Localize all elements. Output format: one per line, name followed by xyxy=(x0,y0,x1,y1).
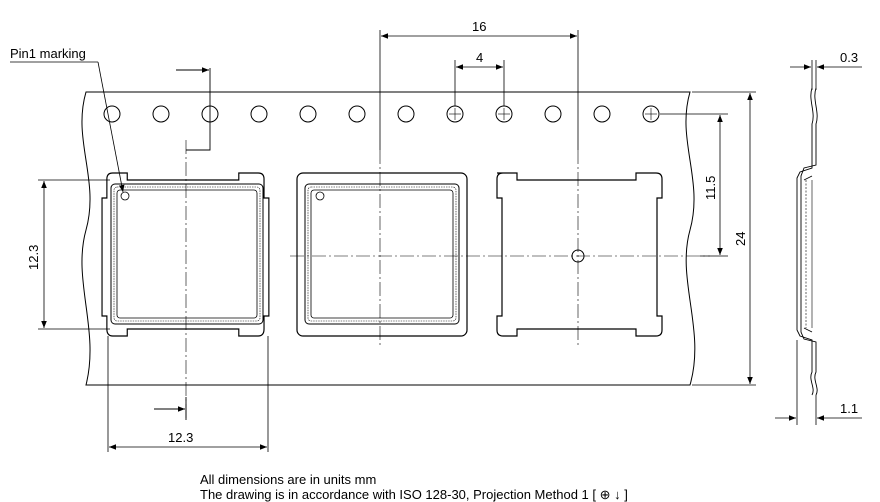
dim-label-1-1: 1.1 xyxy=(840,401,858,416)
pin1-marking-label: Pin1 marking xyxy=(10,46,86,61)
pin1-dot xyxy=(120,191,130,201)
dim-label-12-3-vertical: 12.3 xyxy=(26,245,41,270)
dim-label-0-3: 0.3 xyxy=(840,50,858,65)
dimension-4 xyxy=(454,60,505,106)
dimension-12-3-vertical xyxy=(38,179,110,330)
dim-label-4: 4 xyxy=(476,50,483,65)
dim-label-16: 16 xyxy=(472,19,486,34)
dimension-12-3-horizontal xyxy=(107,336,269,452)
sprocket-hole xyxy=(250,105,268,123)
section-cut-marks xyxy=(154,67,211,420)
sprocket-hole xyxy=(642,105,660,123)
dim-label-24: 24 xyxy=(733,232,748,246)
sprocket-holes xyxy=(103,105,660,123)
pocket-3 xyxy=(496,172,663,337)
dimension-0-3 xyxy=(790,60,862,90)
dimension-24 xyxy=(692,91,756,386)
sprocket-hole xyxy=(152,105,170,123)
dimension-11-5 xyxy=(660,113,728,257)
carrier-tape-outline xyxy=(81,91,696,386)
dim-label-11-5: 11.5 xyxy=(703,176,718,200)
sprocket-hole xyxy=(348,105,366,123)
pin1-dot xyxy=(315,191,325,201)
sprocket-hole xyxy=(544,105,562,123)
component-body xyxy=(110,183,264,325)
dimension-1-1 xyxy=(775,340,862,425)
dimension-16 xyxy=(379,30,579,150)
dim-label-12-3-horizontal: 12.3 xyxy=(168,430,193,445)
sprocket-hole xyxy=(299,105,317,123)
component-body xyxy=(304,183,460,325)
hole-center-marks xyxy=(449,108,657,120)
side-profile xyxy=(796,87,818,396)
pin1-leader xyxy=(10,61,125,193)
pocket-2 xyxy=(296,172,468,337)
sprocket-hole xyxy=(397,105,415,123)
pocket-1 xyxy=(101,172,270,337)
note-projection: The drawing is in accordance with ISO 12… xyxy=(200,487,628,502)
center-lines xyxy=(185,140,710,420)
sprocket-hole xyxy=(103,105,121,123)
note-units: All dimensions are in units mm xyxy=(200,472,377,487)
sprocket-hole xyxy=(593,105,611,123)
